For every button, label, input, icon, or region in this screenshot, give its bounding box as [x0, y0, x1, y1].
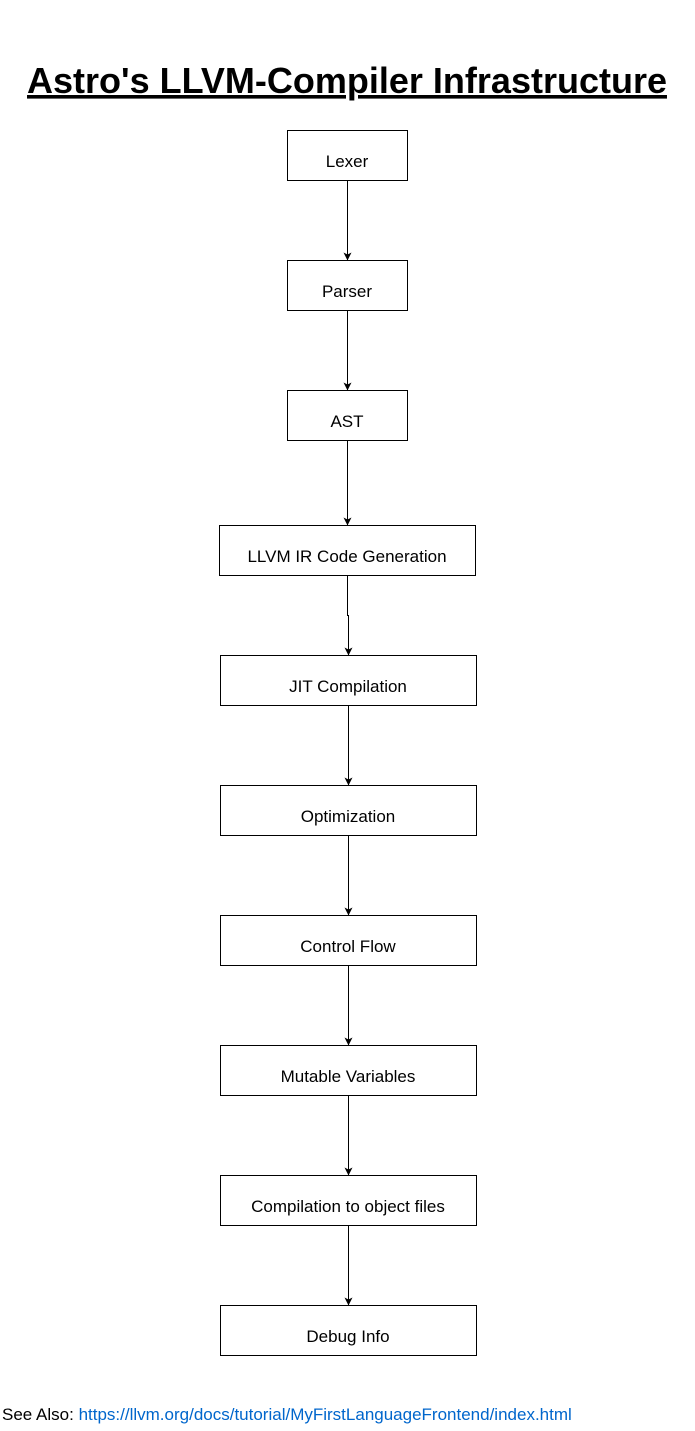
- llvm-tutorial-link[interactable]: https://llvm.org/docs/tutorial/MyFirstLa…: [78, 1405, 572, 1424]
- see-also-label: See Also:: [2, 1405, 79, 1424]
- node-box-parser: [287, 260, 408, 311]
- node-box-optimization: [220, 785, 477, 836]
- see-also-footer: See Also: https://llvm.org/docs/tutorial…: [2, 1405, 572, 1425]
- node-ast: AST: [287, 390, 408, 441]
- node-label-lexer: Lexer: [326, 152, 369, 171]
- node-label-optimization: Optimization: [301, 807, 395, 826]
- node-lexer: Lexer: [287, 130, 408, 181]
- node-box-codegen: [219, 525, 476, 576]
- node-mutable-variables: Mutable Variables: [220, 1045, 477, 1096]
- node-codegen: LLVM IR Code Generation: [219, 525, 476, 576]
- node-label-parser: Parser: [322, 282, 372, 301]
- node-label-codegen: LLVM IR Code Generation: [247, 547, 446, 566]
- node-label-ast: AST: [330, 412, 363, 431]
- node-optimization: Optimization: [220, 785, 477, 836]
- node-label-control-flow: Control Flow: [300, 937, 396, 956]
- node-label-mutable-variables: Mutable Variables: [281, 1067, 416, 1086]
- node-box-mutable-variables: [220, 1045, 477, 1096]
- node-box-object-files: [220, 1175, 477, 1226]
- node-box-debug-info: [220, 1305, 477, 1356]
- node-object-files: Compilation to object files: [220, 1175, 477, 1226]
- node-parser: Parser: [287, 260, 408, 311]
- edges-layer: [343, 180, 353, 1306]
- node-box-control-flow: [220, 915, 477, 966]
- node-box-jit: [220, 655, 477, 706]
- node-control-flow: Control Flow: [220, 915, 477, 966]
- edge-codegen-to-jit: [344, 575, 353, 656]
- node-label-debug-info: Debug Info: [306, 1327, 389, 1346]
- diagram-title: Astro's LLVM-Compiler Infrastructure: [27, 60, 667, 101]
- node-debug-info: Debug Info: [220, 1305, 477, 1356]
- node-box-lexer: [287, 130, 408, 181]
- node-label-object-files: Compilation to object files: [251, 1197, 445, 1216]
- node-jit: JIT Compilation: [220, 655, 477, 706]
- node-label-jit: JIT Compilation: [289, 677, 407, 696]
- node-box-ast: [287, 390, 408, 441]
